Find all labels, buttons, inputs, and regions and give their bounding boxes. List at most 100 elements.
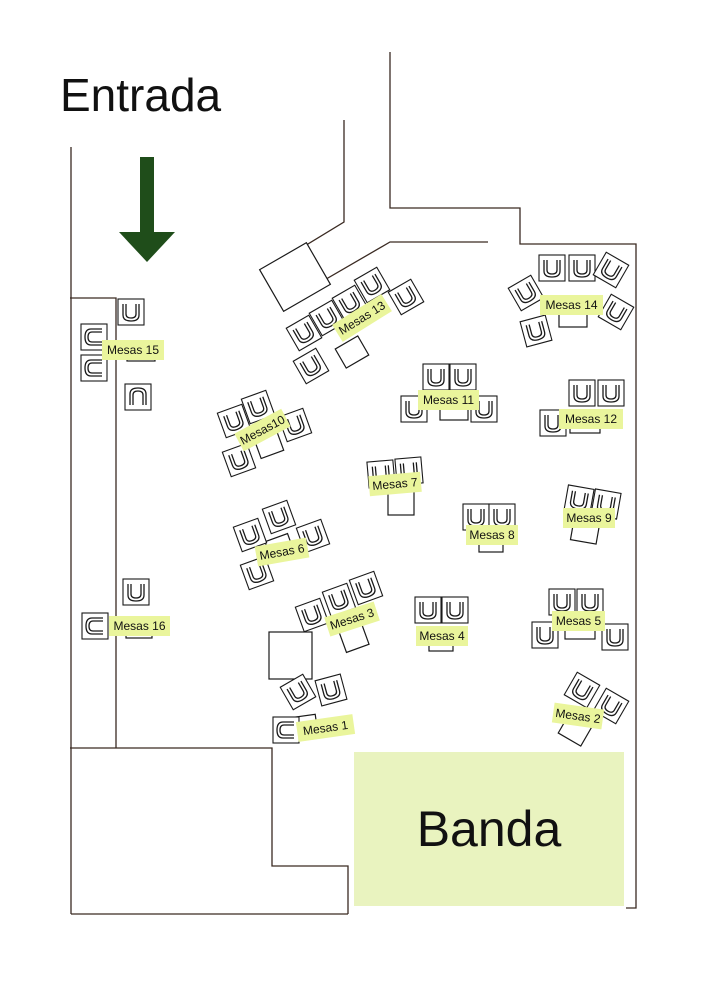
chair-icon — [232, 517, 268, 553]
chair-icon — [80, 354, 108, 382]
arrow-down-icon — [119, 157, 175, 262]
table-label: Mesas 16 — [109, 616, 170, 636]
table-label: Mesas 7 — [368, 471, 422, 497]
walls — [70, 52, 637, 915]
table-label-text: Mesas 7 — [372, 475, 419, 493]
table-group-mesa-16[interactable]: Mesas 16 — [81, 578, 170, 640]
chair-icon — [80, 323, 108, 351]
chair-icon — [422, 363, 450, 391]
table-top — [334, 335, 370, 369]
table-group-mesa-15[interactable]: Mesas 15 — [80, 298, 164, 411]
table-group-mesa-6[interactable]: Mesas 6 — [232, 499, 331, 591]
table-group-mesa-14[interactable]: Mesas 14 — [507, 251, 635, 348]
label-highlight — [466, 525, 518, 545]
stage-label: Banda — [416, 801, 562, 857]
table-group-mesa-9[interactable]: Mesas 9 — [563, 484, 622, 545]
chair-icon — [81, 612, 109, 640]
chair-icon — [124, 383, 152, 411]
chair-icon — [387, 278, 425, 316]
table-label-text: Mesas 5 — [556, 614, 602, 628]
label-highlight — [418, 390, 479, 410]
table-group-mesa-4[interactable]: Mesas 4 — [414, 596, 469, 652]
table-label: Mesas 12 — [559, 409, 623, 429]
table-group-mesa-5[interactable]: Mesas 5 — [531, 588, 629, 651]
chair-icon — [221, 442, 257, 478]
chair-icon — [601, 623, 629, 651]
label-highlight — [551, 702, 605, 730]
chair-icon — [539, 409, 567, 437]
chair-icon — [414, 596, 442, 624]
label-highlight — [254, 537, 310, 567]
chair-icon — [294, 597, 330, 633]
chair-icon — [449, 363, 477, 391]
label-highlight — [563, 508, 615, 528]
label-highlight — [332, 294, 392, 342]
chair-icon — [597, 379, 625, 407]
table-group-mesa-1[interactable]: Mesas 1 — [272, 673, 356, 744]
table-label-text: Mesas 2 — [555, 706, 602, 726]
table-label: Mesas 8 — [466, 525, 518, 545]
label-highlight — [109, 616, 170, 636]
chair-icon — [548, 588, 576, 616]
chair-icon — [538, 254, 566, 282]
table-group-mesa-8[interactable]: Mesas 8 — [462, 503, 518, 553]
table-group-mesa-7[interactable]: Mesas 7 — [366, 456, 424, 516]
chair-icon — [321, 582, 357, 618]
chair-icon — [279, 673, 317, 711]
tables-layer: Mesas 1 Mesas 2 Mesas 3 Mesas 4 Mesas 5 Mesas… — [80, 251, 635, 747]
chair-icon — [597, 293, 635, 331]
chair-icon — [507, 274, 545, 312]
table-label-text: Mesas 12 — [565, 412, 617, 426]
table-group-mesa-2[interactable]: Mesas 2 — [551, 671, 630, 747]
stage-area — [354, 752, 624, 906]
table-label: Mesas 1 — [295, 714, 356, 742]
chair-icon — [292, 347, 330, 385]
table-group-mesa-12[interactable]: Mesas 12 — [539, 379, 625, 437]
table-group-mesa-3[interactable]: Mesas 3 — [294, 570, 384, 654]
chair-icon — [272, 716, 300, 744]
table-label: Mesas 15 — [102, 340, 164, 360]
table-label: Mesas 6 — [254, 537, 310, 567]
table-label: Mesas 4 — [416, 626, 468, 646]
column-block — [268, 631, 313, 680]
table-label-text: Mesas 9 — [566, 511, 612, 525]
label-highlight — [102, 340, 164, 360]
table-label-text: Mesas 11 — [423, 393, 474, 407]
label-highlight — [552, 611, 605, 631]
table-label: Mesas 3 — [324, 601, 380, 637]
table-group-mesa-10[interactable]: Mesas10 — [216, 389, 313, 478]
chair-icon — [568, 254, 596, 282]
label-highlight — [416, 626, 468, 646]
label-highlight — [295, 714, 356, 742]
label-highlight — [559, 409, 623, 429]
table-label: Mesas 9 — [563, 508, 615, 528]
table-label: Mesas 2 — [551, 702, 605, 730]
table-label-text: Mesas 1 — [302, 718, 349, 738]
chair-icon — [519, 314, 553, 348]
table-label-text: Mesas 4 — [419, 629, 465, 643]
table-label: Mesas 14 — [540, 295, 603, 315]
label-highlight — [234, 408, 291, 452]
entrance-title: Entrada — [60, 69, 222, 121]
table-label-text: Mesas 8 — [469, 528, 515, 542]
chair-icon — [117, 298, 145, 326]
chair-icon — [592, 251, 630, 289]
table-label-text: Mesas 16 — [113, 619, 165, 633]
table-label-text: Mesas 14 — [545, 298, 597, 312]
table-label: Mesas 11 — [418, 390, 479, 410]
chair-icon — [261, 499, 297, 535]
chair-icon — [348, 570, 384, 606]
label-highlight — [324, 601, 380, 637]
chair-icon — [441, 596, 469, 624]
chair-icon — [568, 379, 596, 407]
table-group-mesa-13[interactable]: Mesas 13 — [285, 266, 425, 385]
service-block — [258, 241, 332, 313]
table-group-mesa-11[interactable]: Mesas 11 — [400, 363, 498, 423]
chair-icon — [563, 671, 601, 709]
table-top — [558, 312, 588, 328]
table-label-text: Mesas 15 — [107, 343, 159, 357]
label-highlight — [368, 471, 422, 497]
chair-icon — [314, 673, 348, 707]
chair-icon — [563, 484, 595, 516]
